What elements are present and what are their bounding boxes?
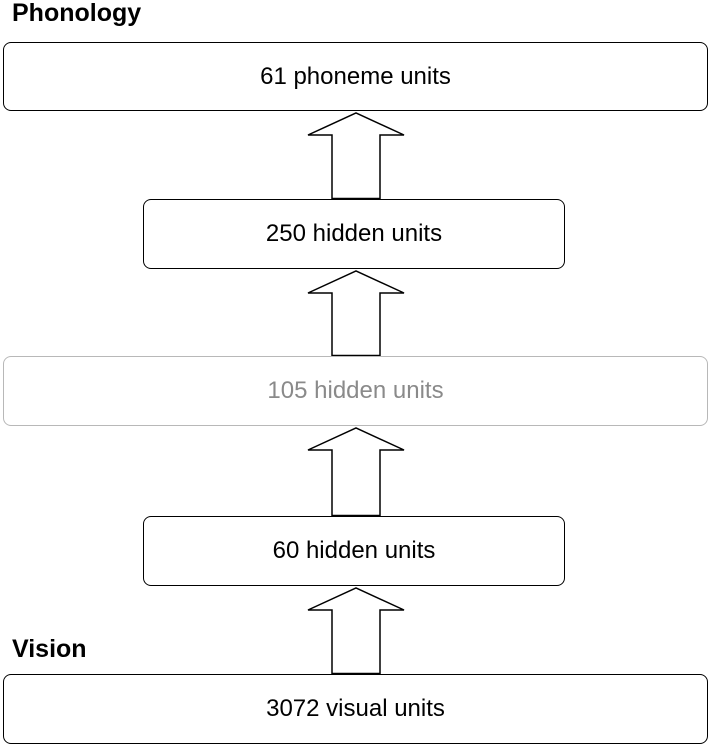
arrow-hidden105-to-hidden250	[307, 270, 405, 357]
arrow-hidden60-to-hidden105	[307, 427, 405, 517]
vision-label: Vision	[12, 635, 87, 663]
arrow-visual-to-hidden60	[307, 587, 405, 675]
phoneme-layer-box: 61 phoneme units	[3, 42, 708, 111]
phoneme-layer-label: 61 phoneme units	[260, 62, 451, 90]
phonology-label: Phonology	[12, 0, 142, 27]
hidden-250-layer-box: 250 hidden units	[143, 199, 565, 269]
hidden-250-layer-label: 250 hidden units	[265, 220, 443, 247]
visual-layer-label: 3072 visual units	[266, 695, 445, 722]
hidden-60-layer-box: 60 hidden units	[143, 516, 565, 586]
arrow-hidden250-to-phoneme	[307, 112, 405, 200]
hidden-60-layer-label: 60 hidden units	[272, 537, 436, 564]
hidden-105-layer-label: 105 hidden units	[267, 377, 444, 404]
visual-layer-box: 3072 visual units	[3, 674, 708, 744]
hidden-105-layer-box: 105 hidden units	[3, 356, 708, 426]
